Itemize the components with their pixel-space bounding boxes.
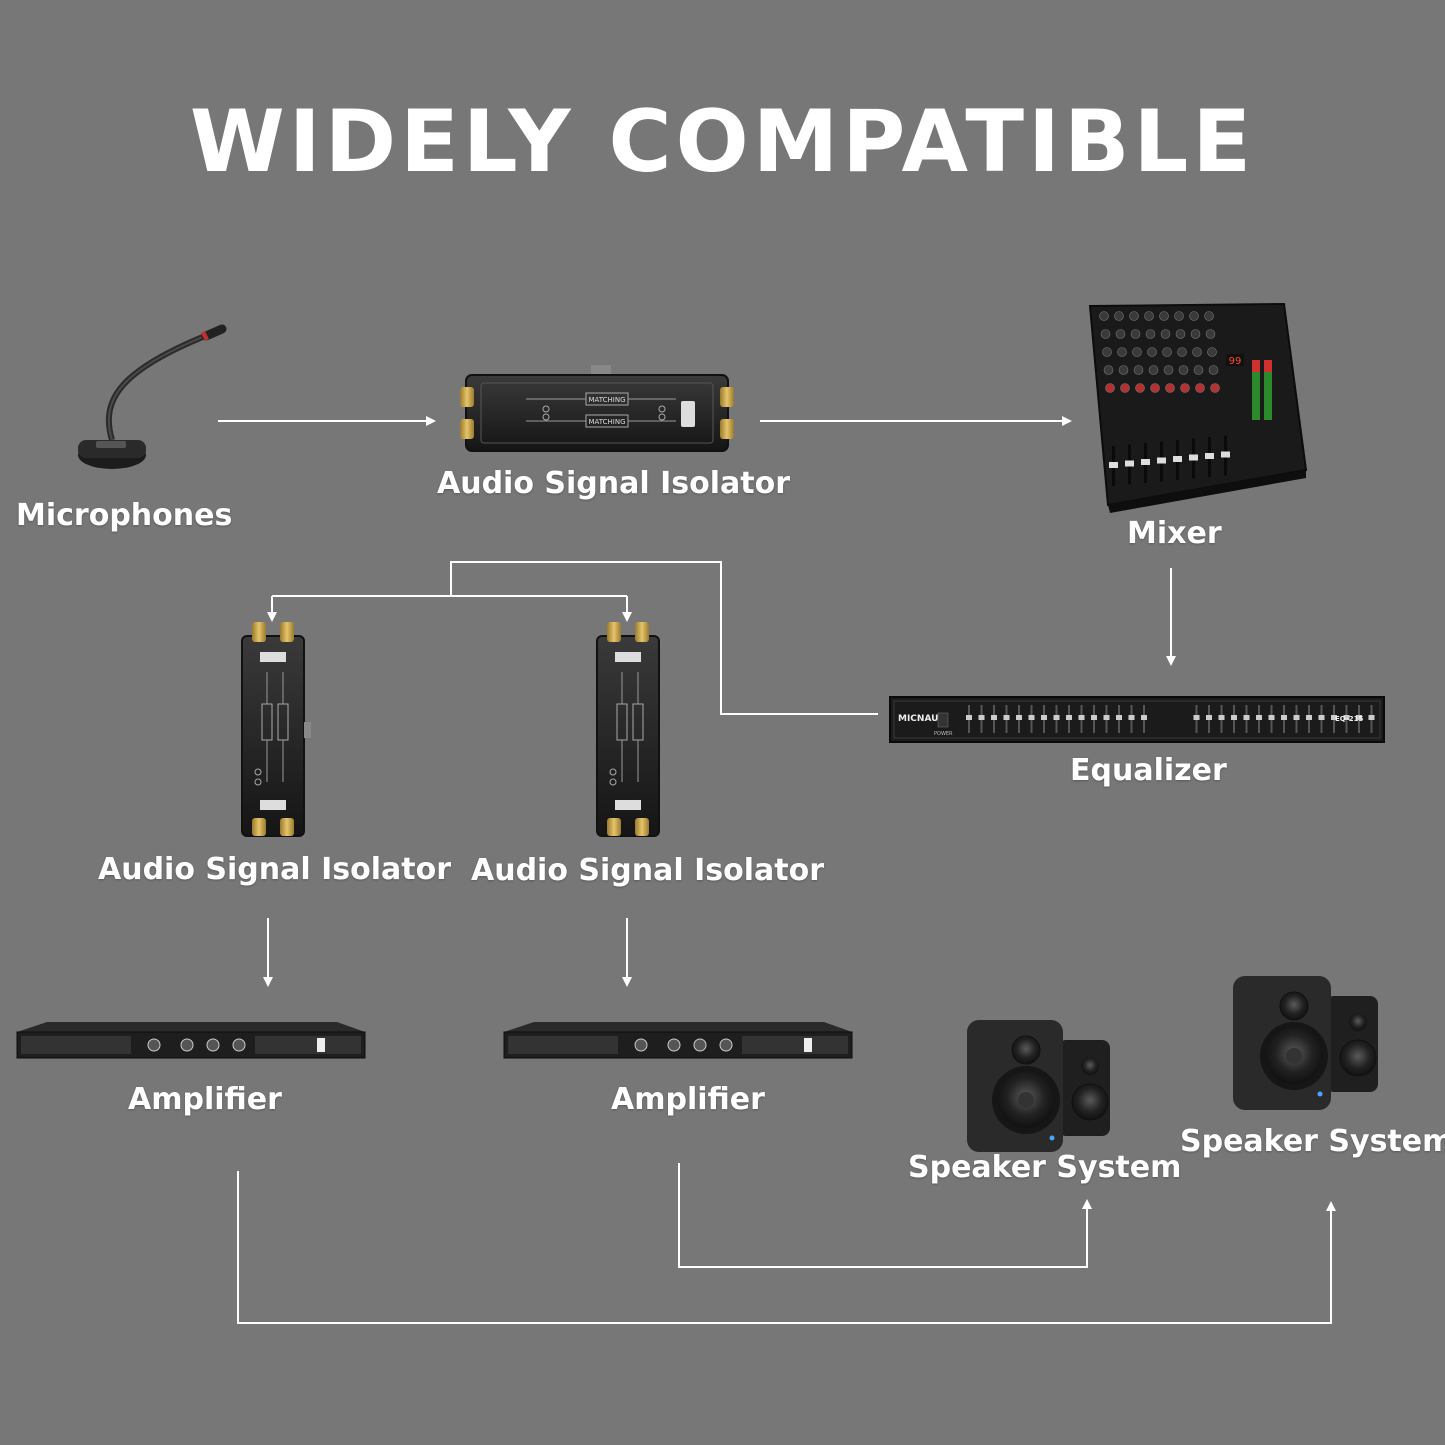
- speaker-icon: [967, 1020, 1110, 1152]
- svg-text:99: 99: [1229, 356, 1242, 367]
- label-isolator-mid: Audio Signal Isolator: [471, 853, 824, 888]
- svg-text:POWER: POWER: [934, 731, 953, 737]
- equalizer-icon: MICNAUX POWER EQ-215: [889, 696, 1385, 743]
- svg-text:MATCHING: MATCHING: [588, 396, 625, 404]
- svg-text:EQ-215: EQ-215: [1335, 715, 1364, 723]
- page-title: WIDELY COMPATIBLE: [189, 92, 1256, 192]
- speaker-icon: [1233, 976, 1378, 1110]
- label-microphones: Microphones: [16, 498, 233, 533]
- svg-text:MATCHING: MATCHING: [588, 418, 625, 426]
- amplifier-icon: [503, 1022, 853, 1059]
- label-speaker-right: Speaker System: [1180, 1124, 1445, 1159]
- isolator-icon: MATCHING MATCHING: [460, 365, 734, 452]
- line-equalizer-to-split: [450, 561, 878, 715]
- arrow-mid-amp-to-left-speaker: [678, 1163, 1092, 1268]
- label-amplifier-left: Amplifier: [128, 1082, 282, 1117]
- isolator-icon: [596, 622, 660, 837]
- label-amplifier-mid: Amplifier: [611, 1082, 765, 1117]
- label-mixer: Mixer: [1127, 516, 1222, 551]
- mixer-icon: 99: [1088, 302, 1308, 513]
- svg-text:MICNAUX: MICNAUX: [898, 714, 945, 724]
- label-equalizer: Equalizer: [1070, 753, 1227, 788]
- isolator-icon: [241, 622, 311, 837]
- microphone-icon: [78, 324, 227, 469]
- label-speaker-left: Speaker System: [908, 1150, 1182, 1185]
- arrow-left-amp-to-right-speaker: [237, 1171, 1336, 1324]
- connection-lines: [218, 416, 1336, 1324]
- amplifier-icon: [16, 1022, 366, 1059]
- label-isolator-top: Audio Signal Isolator: [437, 466, 790, 501]
- label-isolator-left: Audio Signal Isolator: [98, 852, 451, 887]
